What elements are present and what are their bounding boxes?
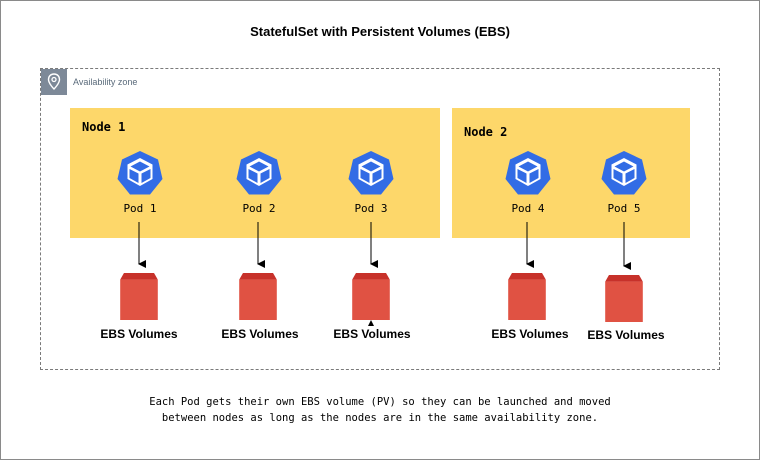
- pod-label: Pod 5: [607, 202, 641, 215]
- ebs-volume-icon: [604, 275, 644, 322]
- small-triangle-marker: [368, 320, 374, 326]
- diagram-caption: Each Pod gets their own EBS volume (PV) …: [80, 394, 680, 426]
- pod-4: Pod 4: [503, 149, 553, 215]
- ebs-volume-label: EBS Volumes: [587, 328, 665, 342]
- pod-label: Pod 3: [354, 202, 388, 215]
- node-label: Node 2: [464, 125, 508, 139]
- ebs-volume-icon: [351, 273, 391, 320]
- ebs-volume-icon: [119, 273, 159, 320]
- availability-zone-group: Availability zone: [40, 68, 720, 370]
- pod-label: Pod 4: [511, 202, 545, 215]
- ebs-volume-label: EBS Volumes: [491, 327, 569, 341]
- location-pin-icon: [41, 69, 67, 95]
- pod-label: Pod 1: [123, 202, 157, 215]
- caption-line-2: between nodes as long as the nodes are i…: [161, 412, 599, 424]
- pod-2: Pod 2: [234, 149, 284, 215]
- pod-3: Pod 3: [346, 149, 396, 215]
- diagram-title: StatefulSet with Persistent Volumes (EBS…: [250, 24, 510, 39]
- pod-label: Pod 2: [242, 202, 276, 215]
- diagram-frame: [0, 0, 760, 460]
- pod-1: Pod 1: [115, 149, 165, 215]
- ebs-volume-icon: [507, 273, 547, 320]
- node-label: Node 1: [82, 120, 126, 134]
- caption-line-1: Each Pod gets their own EBS volume (PV) …: [149, 396, 611, 408]
- pod-5: Pod 5: [599, 149, 649, 215]
- ebs-volume-icon: [238, 273, 278, 320]
- ebs-volume-label: EBS Volumes: [221, 327, 299, 341]
- availability-zone-label: Availability zone: [73, 77, 138, 87]
- ebs-volume-label: EBS Volumes: [100, 327, 178, 341]
- ebs-volume-label: EBS Volumes: [333, 327, 411, 341]
- node-2: Node 2: [452, 108, 690, 238]
